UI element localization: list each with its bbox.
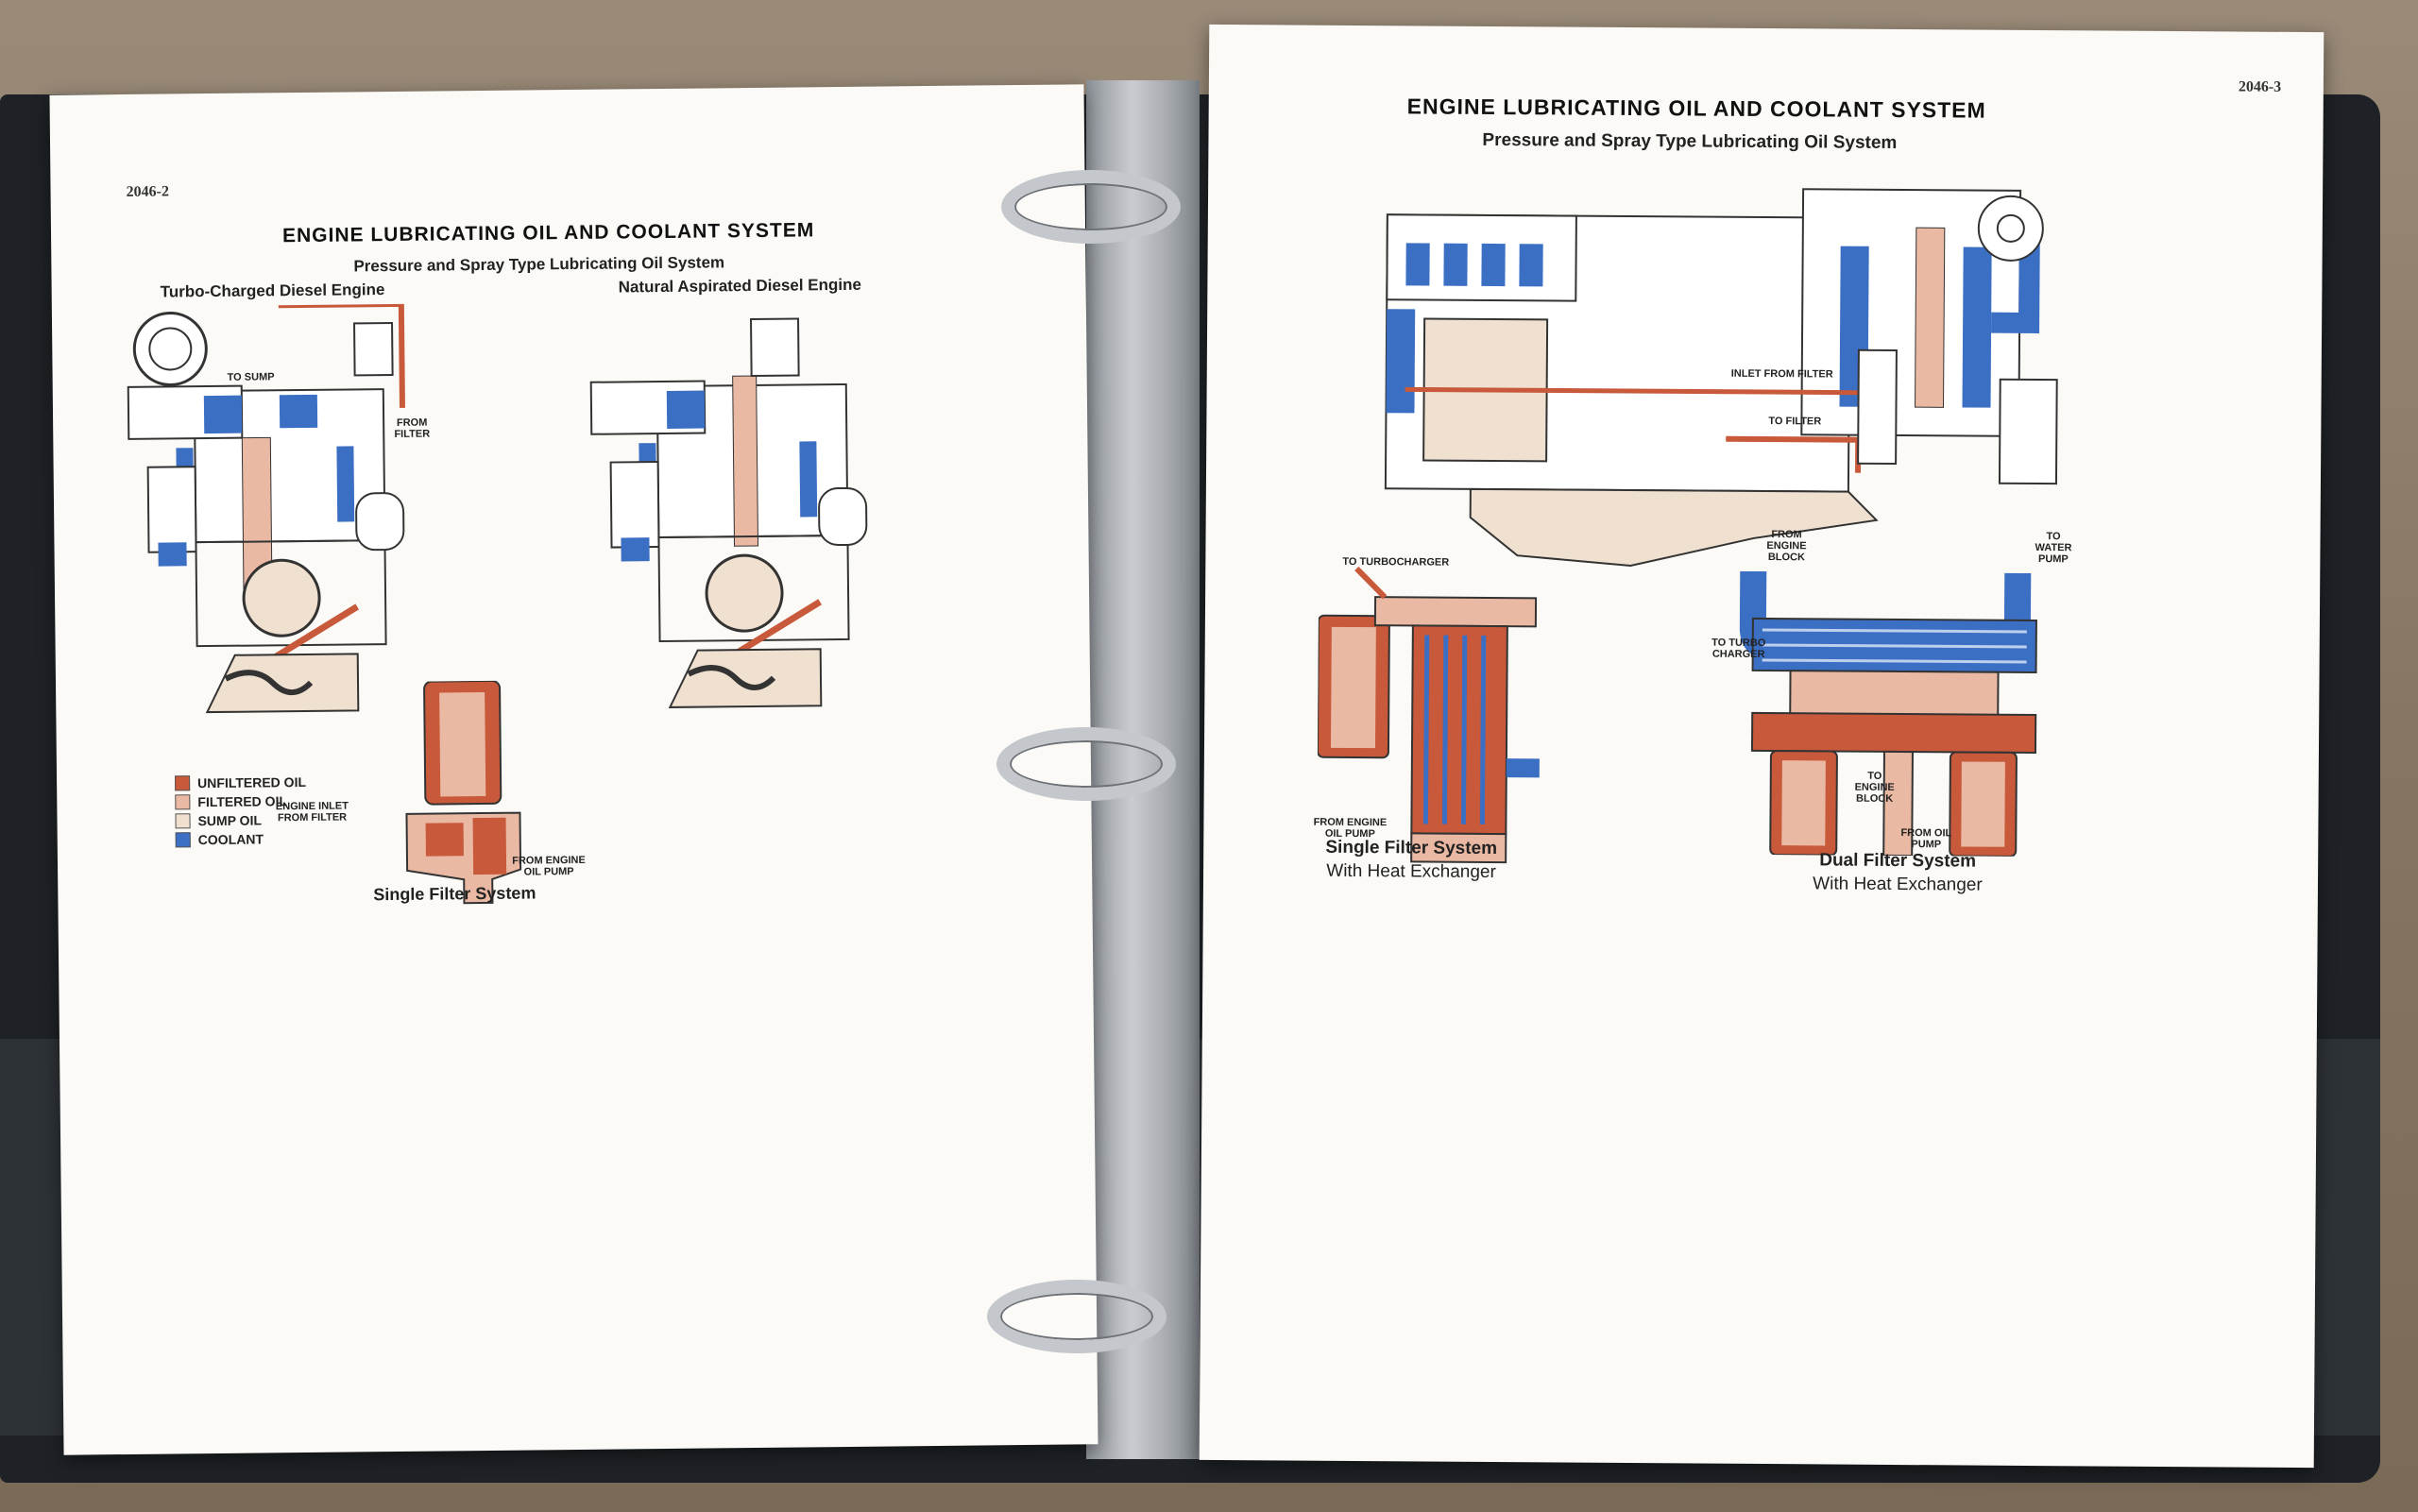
to-turbocharger-label: TO TURBOCHARGER <box>1342 555 1450 569</box>
right-page-subtitle: Pressure and Spray Type Lubricating Oil … <box>1482 129 1898 153</box>
to-sump-label: TO SUMP <box>227 371 275 383</box>
legend-label: UNFILTERED OIL <box>197 773 307 791</box>
to-water-pump-label: TO WATER PUMP <box>2035 531 2072 566</box>
right-page-number: 2046-3 <box>2238 78 2282 95</box>
dual-filter-heat-exchanger-diagram <box>1739 570 2037 858</box>
single-filter-caption-line1: Single Filter System <box>1325 837 1498 859</box>
left-page-number: 2046-2 <box>126 183 169 200</box>
to-turbo-charger-label: TO TURBO CHARGER <box>1711 637 1766 661</box>
left-page-title: ENGINE LUBRICATING OIL AND COOLANT SYSTE… <box>281 219 815 247</box>
binder-ring-top <box>1001 170 1181 244</box>
dual-filter-caption-line2: With Heat Exchanger <box>1813 874 1983 895</box>
left-single-filter-diagram <box>405 680 522 905</box>
legend-label: FILTERED OIL <box>197 793 288 810</box>
left-filter-caption: Single Filter System <box>373 883 536 905</box>
legend-swatch-filtered <box>175 794 191 810</box>
legend-item: FILTERED OIL <box>175 791 306 811</box>
engine-side-view-diagram <box>1384 188 2058 568</box>
legend: UNFILTERED OIL FILTERED OIL SUMP OIL COO… <box>175 773 307 849</box>
from-filter-label: FROM FILTER <box>394 416 431 440</box>
single-filter-caption-line2: With Heat Exchanger <box>1326 860 1496 883</box>
legend-label: COOLANT <box>197 831 264 848</box>
binder-ring-middle <box>996 727 1176 801</box>
natural-engine-diagram <box>589 317 868 708</box>
legend-label: SUMP OIL <box>197 812 263 829</box>
right-page-title: ENGINE LUBRICATING OIL AND COOLANT SYSTE… <box>1406 93 1986 123</box>
binder-ring-bottom <box>987 1280 1166 1353</box>
dual-filter-caption-line1: Dual Filter System <box>1819 850 1977 872</box>
turbo-engine-diagram <box>127 302 405 714</box>
left-page-subtitle: Pressure and Spray Type Lubricating Oil … <box>353 253 725 276</box>
inlet-from-filter-label: INLET FROM FILTER <box>1730 367 1833 381</box>
legend-swatch-coolant <box>175 832 191 848</box>
natural-engine-caption: Natural Aspirated Diesel Engine <box>618 275 862 297</box>
legend-swatch-sump <box>175 813 191 829</box>
turbo-engine-caption: Turbo-Charged Diesel Engine <box>160 280 385 301</box>
legend-item: UNFILTERED OIL <box>175 773 306 792</box>
to-engine-block-label: TO ENGINE BLOCK <box>1854 770 1895 805</box>
from-engine-oil-pump-label: FROM ENGINE OIL PUMP <box>512 854 586 878</box>
left-page: 2046-2 ENGINE LUBRICATING OIL AND COOLAN… <box>49 84 1098 1455</box>
from-oil-pump-label: FROM OIL PUMP <box>1900 827 1952 851</box>
legend-item: SUMP OIL <box>175 810 306 830</box>
right-page: 2046-3 ENGINE LUBRICATING OIL AND COOLAN… <box>1199 24 2324 1469</box>
single-filter-heat-exchanger-diagram <box>1317 566 1540 864</box>
from-engine-block-label: FROM ENGINE BLOCK <box>1766 529 1807 564</box>
legend-item: COOLANT <box>175 829 307 849</box>
from-engine-oil-pump-label: FROM ENGINE OIL PUMP <box>1313 816 1388 841</box>
to-filter-label: TO FILTER <box>1768 416 1822 428</box>
legend-swatch-unfiltered <box>175 775 191 791</box>
